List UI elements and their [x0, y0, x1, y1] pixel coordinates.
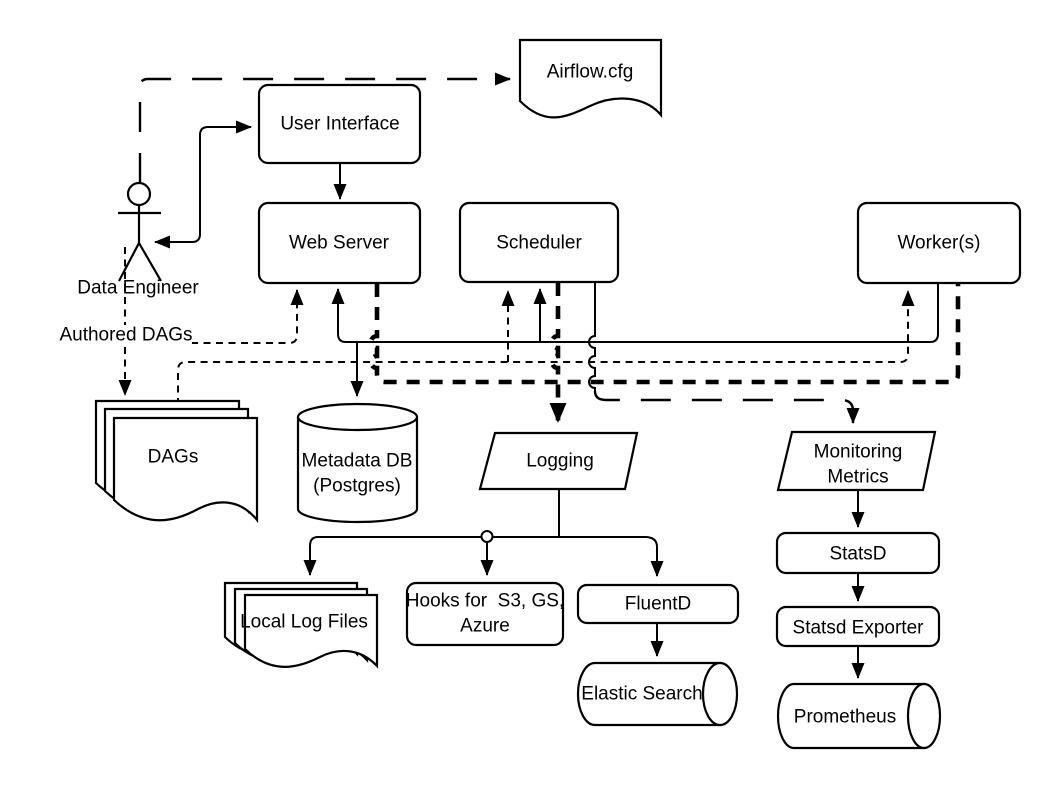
- hooks-label-line1: Hooks for S3, GS,: [406, 591, 564, 612]
- hooks-label-line2: Azure: [460, 616, 510, 637]
- node-statsd: StatsD: [775, 531, 941, 575]
- metadata-db-label-line1: Metadata DB: [302, 451, 413, 472]
- monitoring-metrics-label-line2: Metrics: [827, 467, 888, 488]
- node-user-interface: User Interface: [257, 83, 422, 165]
- node-statsd-exporter: Statsd Exporter: [775, 605, 941, 648]
- node-web-server: Web Server: [257, 201, 422, 285]
- local-log-files-label: Local Log Files: [240, 612, 368, 633]
- statsd-exporter-label: Statsd Exporter: [793, 618, 925, 639]
- node-prometheus: Prometheus: [776, 682, 942, 750]
- node-workers: Worker(s): [856, 201, 1022, 285]
- web-server-label: Web Server: [289, 233, 390, 254]
- statsd-label: StatsD: [829, 544, 886, 565]
- airflow-cfg-label: Airflow.cfg: [547, 62, 634, 83]
- fluentd-label: FluentD: [625, 594, 692, 615]
- edge-label-authored-dags: Authored DAGs: [59, 325, 192, 346]
- node-metadata-db: Metadata DB (Postgres): [296, 402, 419, 524]
- edge-scheduler-monitoring: [593, 390, 860, 424]
- data-engineer-label: Data Engineer: [77, 278, 199, 299]
- dags-label: DAGs: [148, 447, 199, 468]
- metadata-db-label-line2: (Postgres): [313, 476, 401, 497]
- edge-dags-workers-bus: [177, 290, 915, 405]
- edge-webserver-worker-logging-bus: [368, 284, 961, 385]
- node-monitoring-metrics: Monitoring Metrics: [776, 430, 937, 492]
- actor-head: [126, 181, 152, 207]
- node-scheduler: Scheduler: [458, 201, 620, 284]
- user-interface-label: User Interface: [280, 114, 399, 135]
- node-data-engineer: Data Engineer: [77, 181, 199, 299]
- edge-scheduler-down-vertical: [588, 283, 596, 391]
- monitoring-metrics-label-line1: Monitoring: [814, 442, 903, 463]
- prometheus-label: Prometheus: [794, 707, 896, 728]
- edge-metadatadb-bus: [331, 284, 939, 343]
- authored-dags-label: Authored DAGs: [59, 325, 192, 346]
- edge-logging-fluentd: [559, 536, 664, 577]
- node-local-log-files: Local Log Files: [223, 581, 379, 669]
- edge-dataengineer-airflowcfg: [138, 72, 511, 183]
- elastic-search-label: Elastic Search: [581, 684, 702, 705]
- node-airflow-cfg: Airflow.cfg: [518, 38, 663, 119]
- node-logging: Logging: [478, 431, 639, 491]
- edge-scheduler-logging: [549, 283, 567, 423]
- junction-node: [480, 530, 494, 543]
- node-hooks: Hooks for S3, GS, Azure: [406, 581, 564, 647]
- node-fluentd: FluentD: [576, 583, 740, 625]
- edge-authoreddags-webserver: [191, 289, 304, 344]
- edge-dataengineer-userinterface: [154, 120, 252, 249]
- logging-label: Logging: [526, 451, 594, 472]
- workers-label: Worker(s): [897, 233, 980, 254]
- actor-body: [118, 205, 162, 282]
- node-elastic-search: Elastic Search: [576, 661, 739, 727]
- edge-logging-locallogfiles: [303, 536, 559, 576]
- node-dags: DAGs: [94, 399, 259, 524]
- scheduler-label: Scheduler: [496, 233, 582, 254]
